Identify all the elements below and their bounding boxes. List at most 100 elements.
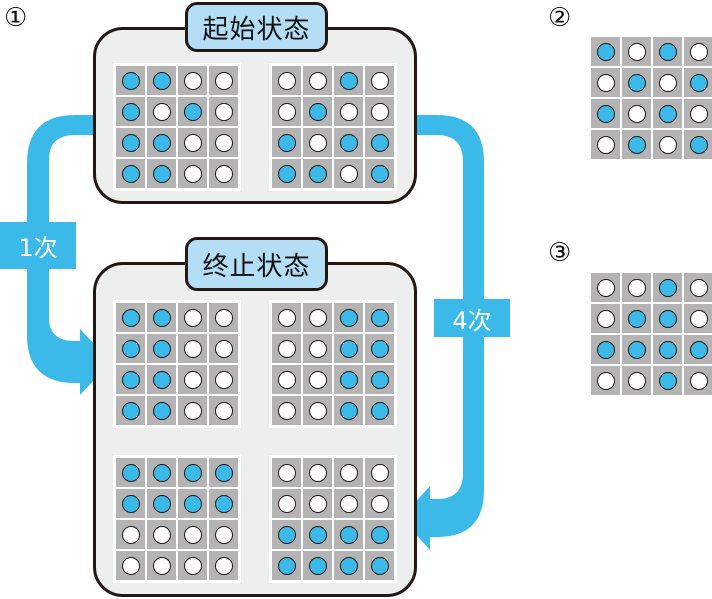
- white-dot-icon: [214, 102, 233, 121]
- grid-cell: [303, 458, 332, 487]
- blue-dot-icon: [370, 401, 389, 420]
- blue-dot-icon: [121, 71, 140, 90]
- grid-cell: [272, 66, 301, 95]
- blue-dot-icon: [370, 556, 389, 575]
- blue-dot-icon: [339, 308, 358, 327]
- grid-cell: [209, 159, 238, 188]
- blue-dot-icon: [370, 308, 389, 327]
- grid-cell: [116, 128, 145, 157]
- white-dot-icon: [183, 370, 202, 389]
- grid-cell: [147, 489, 176, 518]
- white-dot-icon: [308, 401, 327, 420]
- grid-cell: [147, 365, 176, 394]
- white-dot-icon: [689, 104, 708, 123]
- white-dot-icon: [214, 401, 233, 420]
- grid-cell: [622, 273, 651, 302]
- white-dot-icon: [339, 463, 358, 482]
- white-dot-icon: [370, 71, 389, 90]
- grid-cell: [365, 97, 394, 126]
- grid-cell: [209, 551, 238, 580]
- grid-cell: [365, 365, 394, 394]
- white-dot-icon: [596, 278, 615, 297]
- blue-dot-icon: [121, 164, 140, 183]
- grid-cell: [334, 551, 363, 580]
- grid-cell: [209, 396, 238, 425]
- white-dot-icon: [627, 278, 646, 297]
- grid-cell: [209, 520, 238, 549]
- arrow-label-4-times: 4次: [434, 299, 510, 337]
- blue-dot-icon: [658, 42, 677, 61]
- grid-cell: [622, 68, 651, 97]
- grid-cell: [591, 130, 620, 159]
- blue-dot-icon: [277, 164, 296, 183]
- white-dot-icon: [277, 102, 296, 121]
- grid-cell: [334, 334, 363, 363]
- grid-cell: [178, 458, 207, 487]
- white-dot-icon: [308, 133, 327, 152]
- white-dot-icon: [214, 339, 233, 358]
- blue-dot-icon: [339, 401, 358, 420]
- blue-dot-icon: [152, 71, 171, 90]
- white-dot-icon: [308, 494, 327, 513]
- blue-dot-icon: [370, 339, 389, 358]
- white-dot-icon: [214, 556, 233, 575]
- grid-cell: [147, 303, 176, 332]
- grid-cell: [303, 303, 332, 332]
- grid-cell: [116, 520, 145, 549]
- grid-cell: [147, 128, 176, 157]
- grid-cell: [622, 99, 651, 128]
- white-dot-icon: [183, 133, 202, 152]
- white-dot-icon: [370, 494, 389, 513]
- white-dot-icon: [370, 463, 389, 482]
- grid-cell: [272, 159, 301, 188]
- blue-dot-icon: [214, 463, 233, 482]
- grid-cell: [334, 128, 363, 157]
- grid-cell: [272, 396, 301, 425]
- grid-cell: [272, 520, 301, 549]
- grid-cell: [684, 99, 712, 128]
- blue-dot-icon: [339, 339, 358, 358]
- grid-cell: [209, 97, 238, 126]
- grid-cell: [272, 489, 301, 518]
- grid-cell: [365, 458, 394, 487]
- blue-dot-icon: [121, 370, 140, 389]
- grid-cell: [684, 68, 712, 97]
- grid-cell: [178, 520, 207, 549]
- white-dot-icon: [152, 525, 171, 544]
- grid-cell: [591, 366, 620, 395]
- grid-cell: [365, 551, 394, 580]
- grid-cell: [147, 458, 176, 487]
- grid-cell: [303, 97, 332, 126]
- grid-cell: [365, 128, 394, 157]
- grid-cell: [622, 37, 651, 66]
- arrow-label-1-time: 1次: [0, 222, 76, 269]
- grid-cell: [116, 458, 145, 487]
- grid-cell: [116, 303, 145, 332]
- grid-cell: [178, 66, 207, 95]
- white-dot-icon: [183, 308, 202, 327]
- grid-cell: [303, 66, 332, 95]
- white-dot-icon: [308, 71, 327, 90]
- grid-cell: [591, 273, 620, 302]
- blue-dot-icon: [183, 494, 202, 513]
- grid-cell: [116, 489, 145, 518]
- white-dot-icon: [277, 494, 296, 513]
- grid-cell: [209, 365, 238, 394]
- grid-cell: [116, 365, 145, 394]
- panel-number-1: ①: [4, 3, 28, 33]
- grid-cell: [365, 334, 394, 363]
- grid-cell: [334, 365, 363, 394]
- panel-3-grid: [591, 273, 712, 395]
- blue-dot-icon: [214, 494, 233, 513]
- white-dot-icon: [689, 371, 708, 390]
- blue-dot-icon: [596, 42, 615, 61]
- grid-cell: [209, 489, 238, 518]
- panel-number-2: ②: [548, 3, 572, 33]
- grid-cell: [622, 335, 651, 364]
- blue-dot-icon: [121, 494, 140, 513]
- white-dot-icon: [627, 42, 646, 61]
- white-dot-icon: [339, 164, 358, 183]
- blue-dot-icon: [658, 371, 677, 390]
- grid-cell: [365, 396, 394, 425]
- white-dot-icon: [183, 339, 202, 358]
